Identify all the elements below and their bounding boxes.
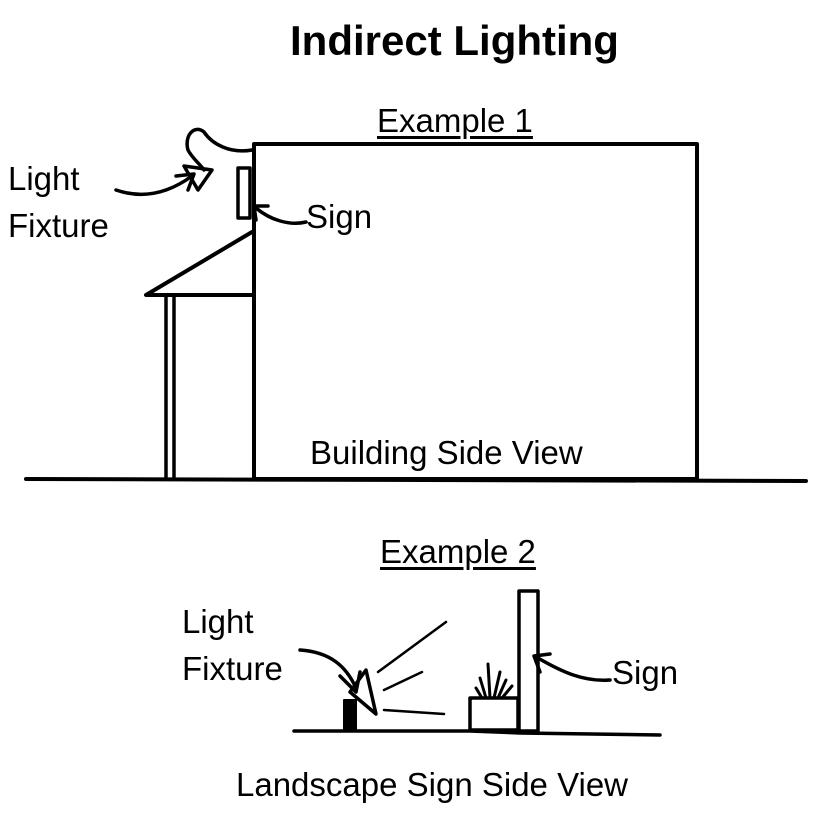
building-wall [252, 142, 699, 481]
fixture-pointer-arrowhead-1 [174, 172, 196, 192]
fixture-pointer-arrow-2 [298, 648, 358, 690]
example-2-heading: Example 2 [380, 533, 536, 570]
example-2-fixture-label-line2: Fixture [182, 650, 283, 687]
light-ray-top [376, 620, 448, 674]
light-ray-middle [382, 670, 424, 692]
awning-roof [144, 230, 254, 297]
fixture-pointer-arrowhead-2 [338, 670, 362, 694]
page-title: Indirect Lighting [290, 17, 619, 64]
example-1-sign-label: Sign [306, 198, 373, 235]
planter-plant-icon [474, 662, 514, 700]
ground-line-2 [292, 729, 662, 737]
sign-pointer-arrowhead-2 [532, 652, 552, 674]
example-2-caption: Landscape Sign Side View [236, 766, 629, 803]
sign-pointer-arrow-1 [254, 206, 308, 225]
example-2-sign-label: Sign [612, 654, 679, 691]
example-1-caption: Building Side View [310, 434, 583, 471]
example-1-heading: Example 1 [377, 102, 533, 139]
fixture-pointer-arrow-1 [114, 174, 194, 197]
example-1-fixture-label-line1: Light [8, 160, 80, 197]
fixture-arm [185, 127, 254, 172]
fixture-stake [343, 699, 357, 731]
sign-pointer-arrowhead-1 [252, 204, 270, 222]
monument-sign [517, 589, 540, 733]
sign-pointer-arrow-2 [536, 656, 612, 682]
light-ray-bottom [382, 708, 446, 716]
wall-sign [236, 166, 252, 220]
example-1-fixture-label-line2: Fixture [8, 207, 109, 244]
example-2-fixture-label-line1: Light [182, 603, 254, 640]
planter-box [468, 696, 520, 732]
